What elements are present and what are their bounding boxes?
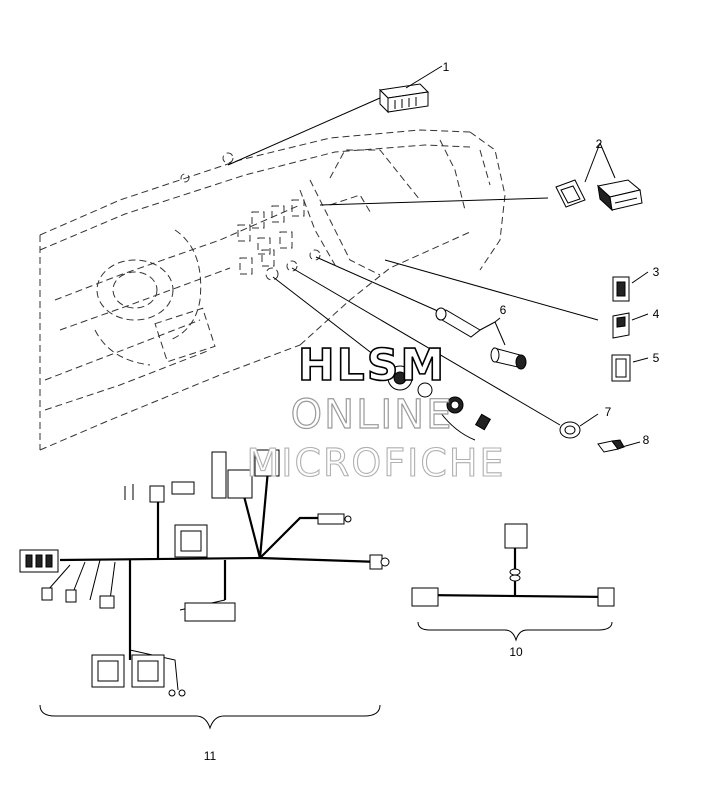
key-switch (387, 365, 492, 441)
watermark-line3: MICROFICHE (246, 441, 505, 485)
callout-1: 1 (443, 60, 450, 74)
part-8-plug (597, 439, 641, 453)
callout-7: 7 (605, 405, 612, 419)
brace-11 (39, 704, 381, 730)
dashboard-outline (39, 129, 506, 451)
main-wiring-harness (19, 449, 390, 697)
part-5-bezel (611, 354, 649, 382)
part-7-cap (559, 413, 599, 439)
part-6-outlet (435, 307, 527, 370)
watermark-line1: HLSM (298, 340, 446, 391)
small-wiring-harness (411, 523, 615, 607)
brace-10 (417, 621, 613, 642)
watermark-line2: ONLINE (291, 392, 454, 438)
part-4-switch (612, 312, 649, 339)
leader-lines (227, 97, 599, 426)
callout-10: 10 (509, 645, 523, 659)
callout-3: 3 (653, 265, 660, 279)
part-3-switch (612, 271, 649, 302)
callout-8: 8 (643, 433, 650, 447)
callout-4: 4 (653, 307, 660, 321)
part-1-connector (378, 65, 443, 114)
callout-5: 5 (653, 351, 660, 365)
callout-11: 11 (204, 749, 217, 763)
part-2-meter (555, 142, 643, 212)
callout-2: 2 (596, 137, 603, 151)
callout-6: 6 (500, 303, 507, 317)
